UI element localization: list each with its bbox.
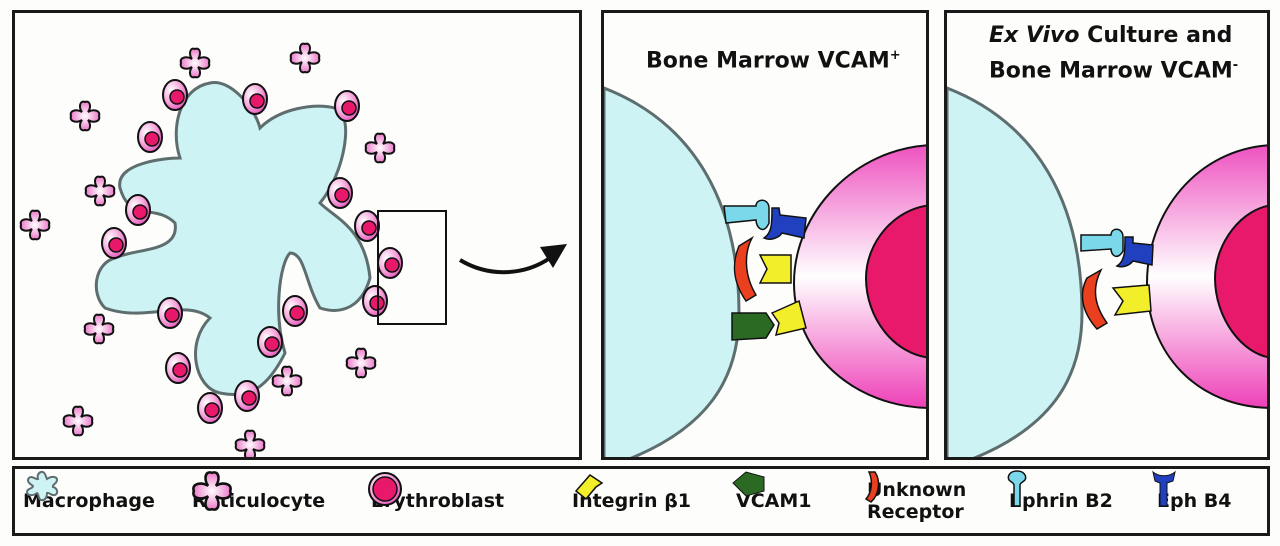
erythroblast [334,90,360,122]
reticulocyte [345,347,377,379]
ephrin-b2 [723,199,770,231]
legend-item-macrophage: Macrophage [23,469,155,533]
reticulocyte [83,313,115,345]
erythroblast [165,352,191,384]
reticulocyte [19,209,51,241]
erythroblast [354,210,380,242]
unknown-receptor-icon [864,471,880,503]
erythroblast [362,285,388,317]
unknown-receptor [733,235,758,303]
expand-arrow-icon [458,256,552,275]
ex-vivo-diagram [947,86,1267,457]
reticulocyte [69,100,101,132]
integrin-icon [574,474,604,501]
bone-marrow-vcam-positive-panel: Bone Marrow VCAM+ [601,10,929,460]
reticulocyte [179,47,211,79]
reticulocyte [84,175,116,207]
erythroblast [197,392,223,424]
ex-vivo-panel: Ex Vivo Culture and Bone Marrow VCAM- [944,10,1270,460]
legend-item-ephrin-b2: Ephrin B2 [1005,469,1113,533]
vcam1 [731,312,775,341]
macrophage-icon [25,470,59,502]
vcam1-icon [732,471,765,497]
erythroblast [327,177,353,209]
integrin-b1 [1111,284,1152,316]
reticulocyte [234,429,266,457]
ephrin-b2-icon [1007,470,1027,507]
zoom-region-box [377,210,447,325]
unknown-receptor [1081,268,1109,330]
overview-diagram [19,42,567,457]
eph-b4-icon [1152,470,1176,507]
panel-title: Ex Vivo Culture and [989,23,1233,48]
erythroblast-cell [792,144,926,409]
erythroblast-icon [368,472,402,506]
erythroblast [137,121,163,153]
eph-b4 [1115,236,1154,268]
ephrin-b2 [1080,228,1124,258]
erythroblast [377,247,403,279]
macrophage-membrane [947,86,1084,457]
legend-item-integrin: Integrin β1 [572,469,691,533]
reticulocyte [364,132,396,164]
erythroblast [162,79,188,111]
eph-b4 [762,207,807,240]
integrin-b1 [758,254,792,284]
reticulocyte-icon [192,471,232,511]
erythroblast [242,83,268,115]
erythroblast [125,194,151,226]
vcam-positive-diagram [604,86,926,457]
panel-title-line2: Bone Marrow VCAM- [989,58,1239,84]
legend-item-vcam1: VCAM1 [730,469,811,533]
erythroblast [234,380,260,412]
reticulocyte [271,365,303,397]
legend: Macrophage Reticulocyte Erythroblast Int… [12,466,1270,536]
erythroblast-cell [1145,144,1267,409]
panel-title: Bone Marrow VCAM+ [646,48,901,74]
legend-item-erythroblast: Erythroblast [367,469,504,533]
macrophage [94,81,372,397]
erythroblast [157,297,183,329]
integrin-b1 [770,299,807,337]
reticulocyte [289,42,321,74]
overview-panel [12,10,582,460]
reticulocyte [62,405,94,437]
erythroblast [257,326,283,358]
macrophage-membrane [604,86,741,457]
erythroblast [282,295,308,327]
erythroblast [101,227,127,259]
legend-item-eph-b4: Eph B4 [1151,469,1231,533]
legend-item-reticulocyte: Reticulocyte [192,469,325,533]
